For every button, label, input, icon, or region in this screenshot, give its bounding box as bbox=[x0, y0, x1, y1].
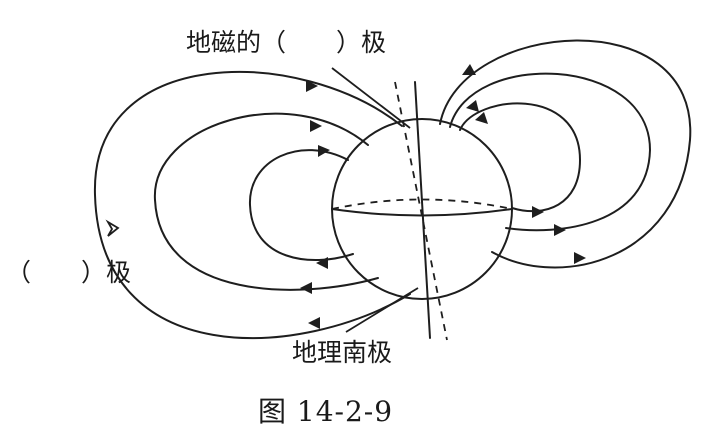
field-line-left-inner bbox=[248, 149, 354, 261]
field-line-left-middle bbox=[153, 112, 379, 291]
field-line-left-outer bbox=[93, 70, 411, 340]
label-magnetic-pole-top: 地磁的（ ）极 bbox=[186, 28, 387, 57]
arrow-right-middle-top bbox=[466, 100, 479, 112]
arrow-right-middle-bottom bbox=[554, 224, 566, 236]
equator-back bbox=[331, 198, 513, 210]
arrow-left-outer-bottom bbox=[308, 317, 320, 329]
arrow-left-outer-top bbox=[306, 80, 318, 92]
field-line-right-outer bbox=[439, 39, 692, 269]
arrow-right-outer-bottom bbox=[574, 252, 586, 264]
label-geographic-south-pole: 地理南极 bbox=[292, 338, 393, 367]
arrow-right-inner-top bbox=[475, 112, 488, 124]
arrow-left-middle-bottom bbox=[300, 282, 312, 294]
field-line-right-inner bbox=[459, 102, 582, 213]
arrow-left-inner-bottom bbox=[316, 257, 328, 269]
magnetic-axis bbox=[394, 81, 448, 341]
arrow-left-middle-top bbox=[310, 120, 322, 132]
figure-caption: 图 14-2-9 bbox=[258, 395, 394, 428]
arrow-right-outer-top bbox=[462, 64, 476, 75]
compass-marker bbox=[105, 219, 120, 237]
label-pole-left: （ ）极 bbox=[6, 258, 132, 287]
field-line-right-middle bbox=[449, 72, 652, 232]
arrow-right-inner-bottom bbox=[532, 206, 544, 218]
top-label-leader bbox=[331, 67, 411, 129]
geographic-axis bbox=[414, 81, 431, 339]
arrow-left-inner-top bbox=[318, 145, 330, 157]
